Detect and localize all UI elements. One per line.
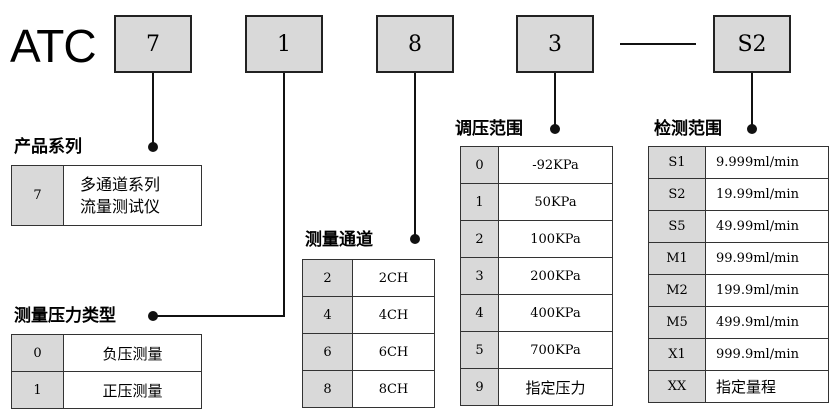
table-row: XX 指定量程 bbox=[648, 370, 829, 403]
regulate-code: 5 bbox=[460, 331, 499, 369]
detect-code: XX bbox=[648, 370, 706, 403]
connector-pressure-type bbox=[283, 73, 285, 317]
detect-desc: 999.9ml/min bbox=[705, 338, 829, 371]
pressure-type-desc: 负压测量 bbox=[63, 334, 202, 372]
pressure-type-table: 0 负压测量 1 正压测量 bbox=[11, 334, 202, 409]
detect-table: S1 9.999ml/min S2 19.99ml/min S5 49.99ml… bbox=[648, 146, 829, 403]
code-box-series: 7 bbox=[114, 15, 192, 73]
table-row: S1 9.999ml/min bbox=[648, 146, 829, 179]
regulate-code: 4 bbox=[460, 294, 499, 332]
detect-desc: 19.99ml/min bbox=[705, 178, 829, 211]
regulate-code: 3 bbox=[460, 257, 499, 295]
section-title-regulate: 调压范围 bbox=[455, 119, 523, 139]
connector-pressure-type-h bbox=[157, 315, 285, 317]
section-title-detect: 检测范围 bbox=[654, 119, 722, 139]
series-table: 7 多通道系列 流量测试仪 bbox=[11, 165, 202, 226]
channels-code: 2 bbox=[302, 259, 353, 297]
code-box-detect: S2 bbox=[713, 15, 791, 73]
table-row: 5 700KPa bbox=[460, 331, 613, 369]
section-title-series: 产品系列 bbox=[14, 137, 82, 157]
section-title-pressure-type: 测量压力类型 bbox=[14, 306, 116, 326]
separator-dash bbox=[620, 43, 696, 45]
connector-detect bbox=[751, 73, 753, 129]
channels-desc: 2CH bbox=[352, 259, 435, 297]
channels-desc: 6CH bbox=[352, 333, 435, 371]
detect-code: S2 bbox=[648, 178, 706, 211]
connector-series bbox=[152, 73, 154, 147]
detect-desc: 指定量程 bbox=[705, 370, 829, 403]
detect-code: M5 bbox=[648, 306, 706, 339]
table-row: 2 100KPa bbox=[460, 220, 613, 258]
detect-code: X1 bbox=[648, 338, 706, 371]
regulate-table: 0 -92KPa 1 50KPa 2 100KPa 3 200KPa 4 400… bbox=[460, 146, 613, 406]
regulate-desc: 200KPa bbox=[498, 257, 613, 295]
series-code: 7 bbox=[11, 165, 64, 226]
detect-code: S5 bbox=[648, 210, 706, 243]
detect-desc: 99.99ml/min bbox=[705, 242, 829, 275]
connector-channels bbox=[414, 73, 416, 239]
regulate-desc: 700KPa bbox=[498, 331, 613, 369]
series-desc-line-1: 多通道系列 bbox=[80, 174, 161, 194]
table-row: 7 多通道系列 流量测试仪 bbox=[11, 165, 202, 226]
table-row: 3 200KPa bbox=[460, 257, 613, 295]
model-prefix: ATC bbox=[10, 20, 97, 72]
table-row: M5 499.9ml/min bbox=[648, 306, 829, 339]
pressure-type-desc: 正压测量 bbox=[63, 371, 202, 409]
code-box-regulate: 3 bbox=[516, 15, 594, 73]
table-row: S5 49.99ml/min bbox=[648, 210, 829, 243]
connector-dot-pressure-type bbox=[148, 311, 158, 321]
table-row: 8 8CH bbox=[302, 370, 435, 408]
pressure-type-code: 1 bbox=[11, 371, 64, 409]
table-row: M2 199.9ml/min bbox=[648, 274, 829, 307]
section-title-channels: 测量通道 bbox=[305, 230, 373, 250]
table-row: S2 19.99ml/min bbox=[648, 178, 829, 211]
series-desc: 多通道系列 流量测试仪 bbox=[63, 165, 202, 226]
detect-desc: 499.9ml/min bbox=[705, 306, 829, 339]
connector-dot-detect bbox=[747, 124, 757, 134]
connector-regulate bbox=[554, 73, 556, 129]
table-row: X1 999.9ml/min bbox=[648, 338, 829, 371]
table-row: 1 正压测量 bbox=[11, 371, 202, 409]
code-box-pressure-type: 1 bbox=[245, 15, 323, 73]
code-box-channels: 8 bbox=[376, 15, 454, 73]
pressure-type-code: 0 bbox=[11, 334, 64, 372]
table-row: 0 -92KPa bbox=[460, 146, 613, 184]
table-row: 9 指定压力 bbox=[460, 368, 613, 406]
regulate-desc: 50KPa bbox=[498, 183, 613, 221]
channels-desc: 4CH bbox=[352, 296, 435, 334]
channels-table: 2 2CH 4 4CH 6 6CH 8 8CH bbox=[302, 259, 435, 408]
detect-code: M2 bbox=[648, 274, 706, 307]
series-desc-line-2: 流量测试仪 bbox=[80, 196, 161, 216]
regulate-code: 1 bbox=[460, 183, 499, 221]
connector-dot-channels bbox=[410, 234, 420, 244]
detect-code: S1 bbox=[648, 146, 706, 179]
regulate-code: 2 bbox=[460, 220, 499, 258]
table-row: 4 4CH bbox=[302, 296, 435, 334]
regulate-desc: -92KPa bbox=[498, 146, 613, 184]
connector-dot-regulate bbox=[550, 124, 560, 134]
channels-code: 8 bbox=[302, 370, 353, 408]
channels-code: 4 bbox=[302, 296, 353, 334]
detect-desc: 49.99ml/min bbox=[705, 210, 829, 243]
regulate-desc: 100KPa bbox=[498, 220, 613, 258]
regulate-code: 9 bbox=[460, 368, 499, 406]
table-row: 4 400KPa bbox=[460, 294, 613, 332]
connector-dot-series bbox=[148, 142, 158, 152]
channels-code: 6 bbox=[302, 333, 353, 371]
regulate-desc: 400KPa bbox=[498, 294, 613, 332]
table-row: M1 99.99ml/min bbox=[648, 242, 829, 275]
detect-desc: 199.9ml/min bbox=[705, 274, 829, 307]
regulate-desc: 指定压力 bbox=[498, 368, 613, 406]
detect-code: M1 bbox=[648, 242, 706, 275]
channels-desc: 8CH bbox=[352, 370, 435, 408]
regulate-code: 0 bbox=[460, 146, 499, 184]
table-row: 0 负压测量 bbox=[11, 334, 202, 372]
detect-desc: 9.999ml/min bbox=[705, 146, 829, 179]
table-row: 2 2CH bbox=[302, 259, 435, 297]
table-row: 1 50KPa bbox=[460, 183, 613, 221]
table-row: 6 6CH bbox=[302, 333, 435, 371]
